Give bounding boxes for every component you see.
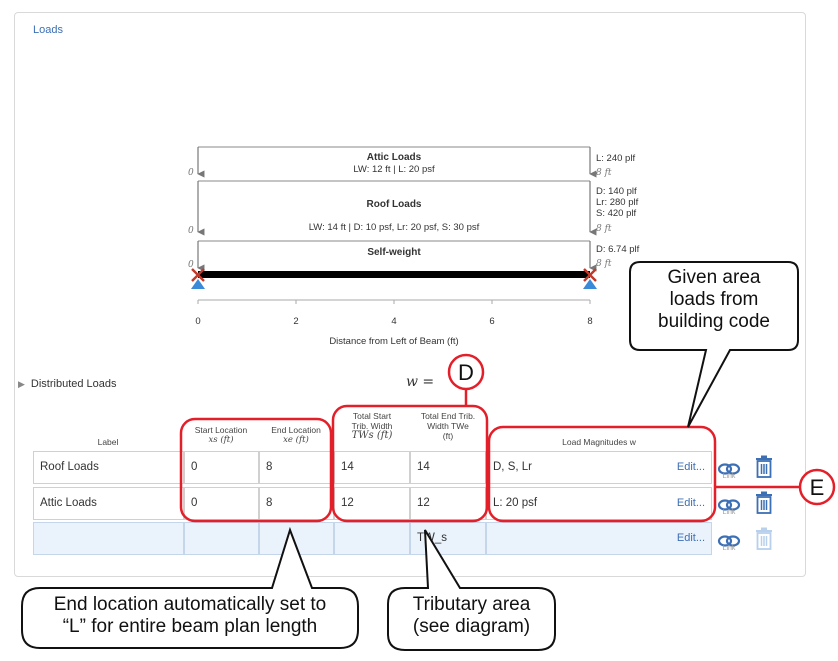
row-roof-tw-start[interactable]: 14 <box>334 451 410 484</box>
row-attic-magnitudes[interactable]: L: 20 psf Edit... <box>486 487 712 520</box>
self-weight-band: Self-weight 0 D: 6.74 plf 8 ft <box>188 240 640 272</box>
axis-label: Distance from Left of Beam (ft) <box>329 336 458 347</box>
row-attic-end[interactable]: 8 <box>259 487 334 520</box>
row-new-link-icon[interactable] <box>717 527 741 555</box>
self-right-length: 8 ft <box>596 259 612 269</box>
col-header-label: Label <box>97 437 119 447</box>
roof-load-band: Roof Loads LW: 14 ft | D: 10 psf, Lr: 20… <box>188 180 639 236</box>
beam <box>198 271 590 278</box>
attic-right-length: 8 ft <box>596 168 612 178</box>
col-header-start-location: Start Location xs (ft) <box>194 425 248 445</box>
roof-load-title: Roof Loads <box>367 199 422 210</box>
distributed-loads-title: Distributed Loads <box>30 378 117 390</box>
row-attic-trash-icon[interactable] <box>754 491 774 515</box>
row-roof-end[interactable]: 8 <box>259 451 334 484</box>
roof-right-value-s: S: 420 plf <box>596 208 636 219</box>
tick-label-4: 4 <box>391 316 396 327</box>
row-new-start[interactable] <box>184 522 259 555</box>
row-new-tw-start[interactable] <box>334 522 410 555</box>
row-roof-link-label: Link <box>722 473 736 480</box>
col-header-end-trib: Total End Trib. Width TWe (ft) <box>420 411 476 441</box>
row-roof-edit-link[interactable]: Edit... <box>676 461 705 473</box>
right-support <box>583 268 597 289</box>
roof-right-length: 8 ft <box>596 224 612 234</box>
row-new-trash-icon <box>756 527 772 550</box>
self-left-value: 0 <box>188 260 194 270</box>
loads-section-link[interactable]: Loads <box>33 24 63 36</box>
tick-label-2: 2 <box>293 316 298 327</box>
row-roof-label[interactable]: Roof Loads <box>33 451 184 484</box>
w-equation: w = <box>406 374 435 390</box>
row-new-tw-end[interactable]: TW_s <box>410 522 486 555</box>
row-roof-trash-icon[interactable] <box>754 455 774 479</box>
row-attic-tw-end[interactable]: 12 <box>410 487 486 520</box>
attic-left-value: 0 <box>188 168 194 178</box>
row-roof-tw-end[interactable]: 14 <box>410 451 486 484</box>
left-support <box>191 268 205 289</box>
attic-right-value: L: 240 plf <box>596 153 635 164</box>
tick-label-0: 0 <box>195 316 200 327</box>
axis-ticks: 0 2 4 6 8 <box>195 300 593 327</box>
area-loads-callout-text: Given area loads from building code <box>658 267 770 332</box>
expand-triangle-icon: ▶ <box>18 379 25 389</box>
col-header-end-location: End Location xe (ft) <box>271 425 321 445</box>
col-header-start-trib: Total Start Trib. Width TWs (ft) <box>351 411 393 441</box>
roof-load-sub: LW: 14 ft | D: 10 psf, Lr: 20 psf, S: 30… <box>309 222 480 233</box>
attic-load-band: Attic Loads LW: 12 ft | L: 20 psf 0 L: 2… <box>188 146 635 178</box>
attic-load-sub: LW: 12 ft | L: 20 psf <box>353 164 435 175</box>
end-location-callout-text: End location automatically set to “L” fo… <box>53 594 327 637</box>
row-roof-start[interactable]: 0 <box>184 451 259 484</box>
self-weight-title: Self-weight <box>367 247 421 258</box>
row-attic-label[interactable]: Attic Loads <box>33 487 184 520</box>
tick-label-8: 8 <box>587 316 592 327</box>
col-header-magnitudes: Load Magnitudes w <box>562 437 636 447</box>
roof-right-value-lr: Lr: 280 plf <box>596 197 639 208</box>
attic-load-title: Attic Loads <box>367 152 422 163</box>
row-new-edit-link[interactable]: Edit... <box>676 532 705 544</box>
row-roof-link-icon[interactable] <box>717 455 741 483</box>
tributary-callout-text: Tributary area (see diagram) <box>412 594 531 637</box>
distributed-loads-toggle[interactable]: ▶ Distributed Loads <box>18 378 117 390</box>
row-roof-magnitudes[interactable]: D, S, Lr Edit... <box>486 451 712 484</box>
self-right-value: D: 6.74 plf <box>596 244 640 255</box>
row-new-magnitudes[interactable]: Edit... <box>486 522 712 555</box>
roof-left-value: 0 <box>188 226 194 236</box>
row-attic-edit-link[interactable]: Edit... <box>676 497 705 509</box>
row-attic-link-icon[interactable] <box>717 491 741 519</box>
roof-right-value-d: D: 140 plf <box>596 186 637 197</box>
row-new-link-label: Link <box>722 545 736 552</box>
row-attic-start[interactable]: 0 <box>184 487 259 520</box>
row-new-label[interactable] <box>33 522 184 555</box>
row-new-end[interactable] <box>259 522 334 555</box>
row-attic-tw-start[interactable]: 12 <box>334 487 410 520</box>
tick-label-6: 6 <box>489 316 494 327</box>
row-attic-link-label: Link <box>722 509 736 516</box>
